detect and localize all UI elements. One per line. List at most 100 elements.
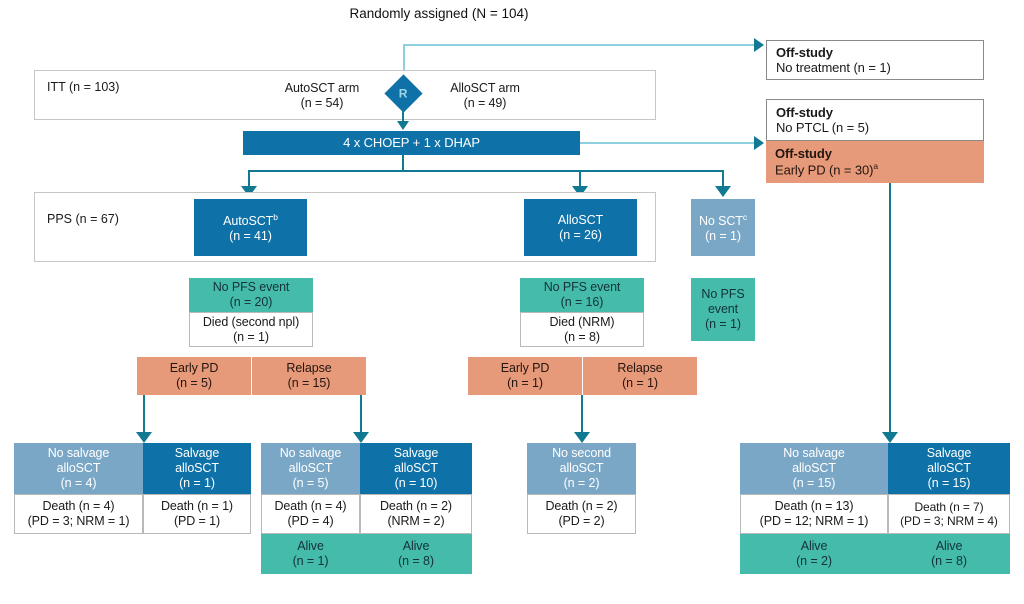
outcome-0-header-line-1: No salvage — [47, 446, 110, 461]
arrowhead-allo-nosecond — [574, 432, 590, 443]
offstudy-no-ptcl-detail: No PTCL (n = 5) — [776, 120, 870, 135]
outcome-5-alive-line-2: (n = 2) — [796, 554, 832, 568]
nosct-no-pfs-line-3: (n = 1) — [705, 316, 741, 331]
outcome-2-death: Death (n = 4) (PD = 4) — [261, 494, 360, 534]
outcome-6-header: Salvage alloSCT (n = 15) — [888, 443, 1010, 494]
connector-offstudy-earlypd-down — [889, 183, 891, 435]
outcome-1-header-line-2: alloSCT — [175, 461, 219, 476]
outcome-1-death-line-1: Death (n = 1) — [160, 499, 233, 514]
offstudy-no-treatment-box: Off-study No treatment (n = 1) — [766, 40, 984, 80]
outcome-5-alive: Alive (n = 2) — [740, 534, 888, 574]
auto-died-line-1: Died (second npl) — [202, 314, 300, 329]
outcome-6-death-line-1: Death (n = 7) — [914, 499, 984, 514]
pps-allosct-line-1: AlloSCT — [557, 212, 604, 227]
arrowhead-auto-relapse — [353, 432, 369, 443]
outcome-4-death-line-1: Death (n = 2) — [545, 499, 618, 514]
offstudy-early-pd-box: Off-study Early PD (n = 30)a — [766, 141, 984, 183]
allo-early-pd-line-2: (n = 1) — [507, 376, 543, 390]
outcome-2-alive: Alive (n = 1) — [261, 534, 360, 574]
title-line-2: (N = 104) — [471, 6, 529, 21]
outcome-3-header-line-2: alloSCT — [394, 461, 438, 476]
outcome-5-header-line-1: No salvage — [783, 446, 845, 461]
pps-autosct-title: AutoSCT — [223, 213, 274, 228]
auto-relapse-box: Relapse (n = 15) — [252, 357, 366, 395]
outcome-0-death: Death (n = 4) (PD = 3; NRM = 1) — [14, 494, 143, 534]
auto-early-pd-line-2: (n = 5) — [176, 376, 212, 390]
outcome-0-death-line-1: Death (n = 4) — [42, 499, 115, 514]
allosct-arm-line-1: AlloSCT arm — [450, 81, 520, 96]
outcome-6-alive: Alive (n = 8) — [888, 534, 1010, 574]
pps-allosct-box: AlloSCT (n = 26) — [524, 199, 637, 256]
allo-died-line-1: Died (NRM) — [549, 314, 615, 329]
pps-label-line-1: PPS — [47, 212, 73, 226]
auto-no-pfs-line-2: (n = 20) — [229, 295, 273, 309]
connector-auto-earlypd-down — [143, 395, 145, 435]
pps-allosct-line-2: (n = 26) — [559, 227, 602, 242]
outcome-5-header: No salvage alloSCT (n = 15) — [740, 443, 888, 494]
pps-nosct-line-1: No SCTc — [699, 212, 747, 229]
outcome-1-death-line-2: (PD = 1) — [173, 514, 221, 528]
outcome-4-death: Death (n = 2) (PD = 2) — [527, 494, 636, 534]
outcome-6-alive-line-1: Alive — [935, 539, 963, 554]
arrowhead-allosct — [572, 186, 588, 197]
allo-early-pd-line-1: Early PD — [500, 361, 550, 376]
arrowhead-auto-earlypd — [136, 432, 152, 443]
offstudy-early-pd-detail: Early PD (n = 30)a — [775, 161, 878, 178]
outcome-6-death-line-2: (PD = 3; NRM = 4) — [900, 514, 998, 528]
arrowhead-offstudy-earlypd — [882, 432, 898, 443]
outcome-3-header: Salvage alloSCT (n = 10) — [360, 443, 472, 494]
arrowhead-nosct — [715, 186, 731, 197]
itt-label-line-1: ITT — [47, 80, 66, 94]
outcome-6-header-line-3: (n = 15) — [927, 475, 971, 490]
connector-treatment-down — [402, 155, 404, 171]
auto-no-pfs-event-box: No PFS event (n = 20) — [189, 278, 313, 312]
itt-label-line-2: (n = 103) — [69, 80, 120, 94]
autosct-arm-line-1: AutoSCT arm — [284, 81, 360, 96]
connector-auto-relapse-down — [360, 395, 362, 435]
outcome-3-death-line-1: Death (n = 2) — [379, 499, 452, 514]
allosct-arm-box: AlloSCT arm (n = 49) — [420, 79, 550, 113]
outcome-3-alive-line-2: (n = 8) — [398, 554, 434, 568]
pps-nosct-title: No SCT — [698, 213, 743, 228]
allosct-arm-line-2: (n = 49) — [463, 96, 507, 110]
pps-autosct-footnote: b — [273, 211, 278, 222]
connector-to-offstudy-notreatment — [403, 44, 756, 46]
offstudy-no-ptcl-title: Off-study — [776, 104, 833, 120]
outcome-0-header: No salvage alloSCT (n = 4) — [14, 443, 143, 494]
outcome-2-header-line-3: (n = 5) — [292, 475, 329, 490]
connector-title-to-random — [403, 44, 405, 74]
pps-autosct-line-2: (n = 41) — [229, 228, 272, 243]
outcome-2-header: No salvage alloSCT (n = 5) — [261, 443, 360, 494]
outcome-1-death: Death (n = 1) (PD = 1) — [143, 494, 251, 534]
allo-no-pfs-event-box: No PFS event (n = 16) — [520, 278, 644, 312]
offstudy-early-pd-detail-text: Early PD (n = 30) — [775, 162, 874, 178]
pps-autosct-box: AutoSCTb (n = 41) — [194, 199, 307, 256]
outcome-2-death-line-2: (PD = 4) — [287, 514, 334, 528]
outcome-3-death-line-2: (NRM = 2) — [387, 514, 445, 528]
allo-no-pfs-line-1: No PFS event — [543, 280, 621, 295]
arrowhead-offstudy-noptcl — [754, 136, 764, 150]
outcome-5-death: Death (n = 13) (PD = 12; NRM = 1) — [740, 494, 888, 534]
outcome-4-header: No second alloSCT (n = 2) — [527, 443, 636, 494]
pps-group-label: PPS (n = 67) — [47, 212, 119, 228]
allo-died-box: Died (NRM) (n = 8) — [520, 312, 644, 347]
outcome-2-alive-line-2: (n = 1) — [292, 554, 329, 568]
auto-died-line-2: (n = 1) — [233, 329, 269, 344]
outcome-5-death-line-1: Death (n = 13) — [774, 499, 854, 514]
auto-relapse-line-1: Relapse — [286, 361, 332, 376]
autosct-arm-line-2: (n = 54) — [300, 96, 344, 110]
pps-nosct-footnote: c — [742, 211, 747, 222]
autosct-arm-box: AutoSCT arm (n = 54) — [257, 79, 387, 113]
outcome-1-header-line-3: (n = 1) — [179, 475, 215, 490]
outcome-5-death-line-2: (PD = 12; NRM = 1) — [759, 514, 869, 528]
nosct-no-pfs-line-1: No PFS — [701, 287, 745, 302]
offstudy-early-pd-footnote: a — [873, 161, 879, 172]
pps-nosct-box: No SCTc (n = 1) — [691, 199, 755, 256]
itt-group-box — [34, 70, 656, 120]
outcome-6-header-line-2: alloSCT — [927, 461, 971, 476]
pps-autosct-line-1: AutoSCTb — [223, 212, 278, 229]
title-line-1: Randomly assigned — [349, 6, 469, 21]
outcome-1-header-line-1: Salvage — [174, 446, 220, 461]
outcome-2-header-line-1: No salvage — [279, 446, 342, 461]
